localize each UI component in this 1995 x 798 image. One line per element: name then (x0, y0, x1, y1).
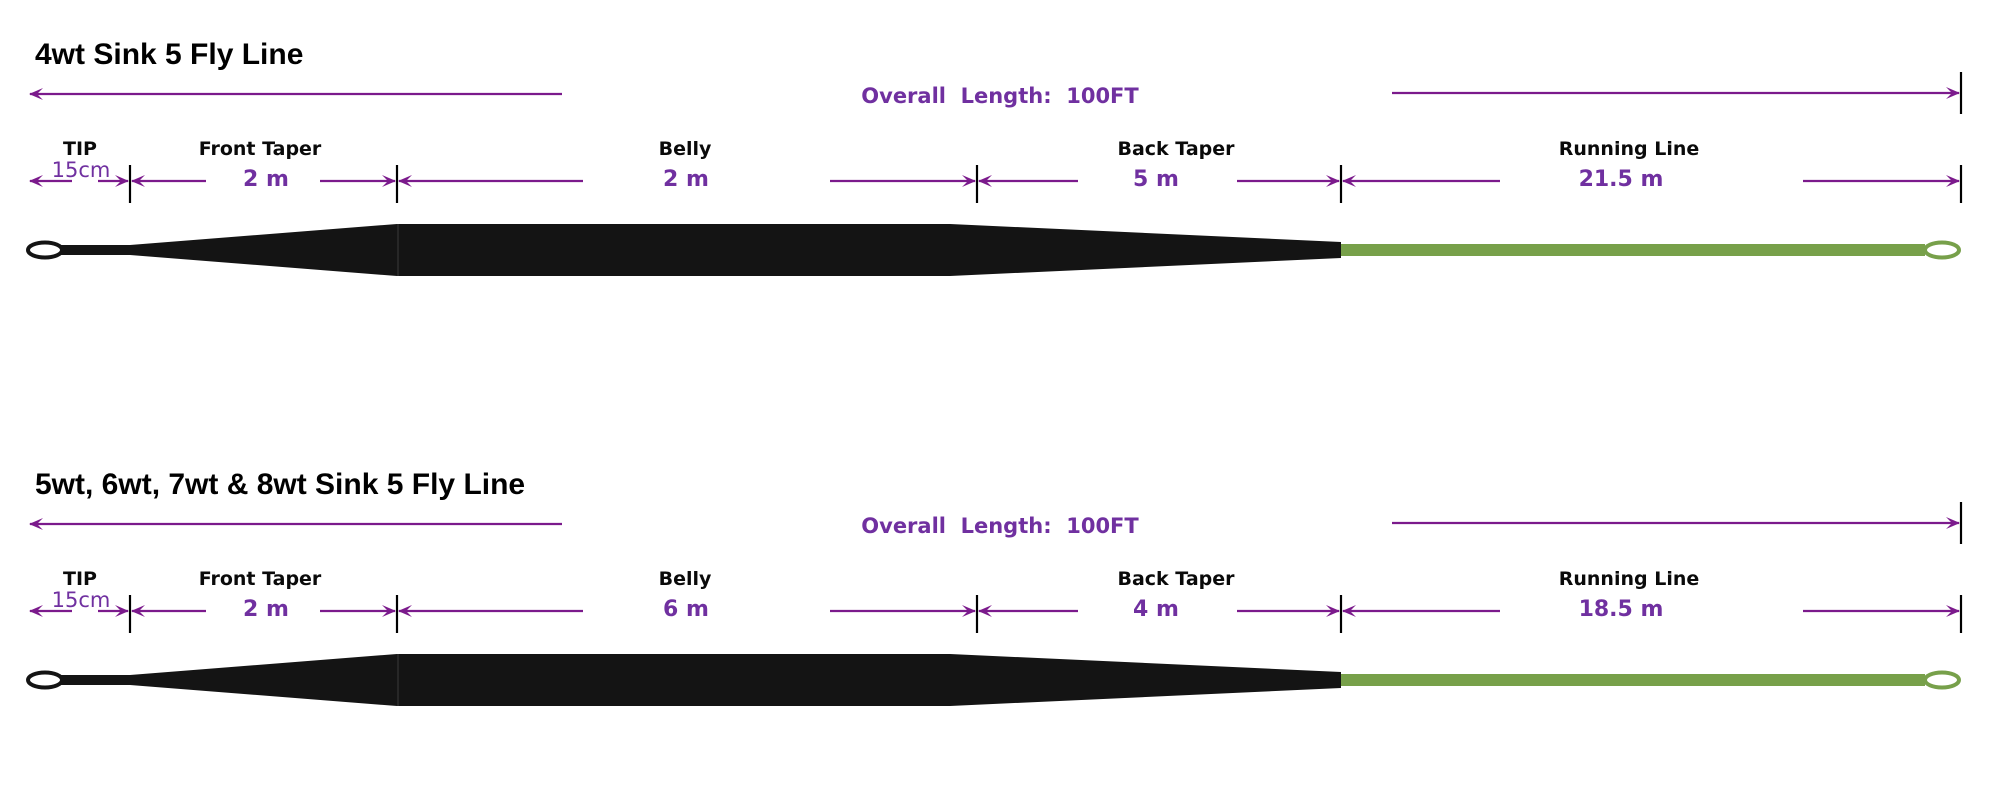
tip-section (61, 675, 131, 685)
fly-line-diagram-4wt: 4wt Sink 5 Fly Line Overall Length: 100F… (0, 0, 1995, 330)
diagram-graphics (26, 72, 1963, 276)
segment-length-belly: 2 m (663, 167, 709, 192)
segment-name-back-taper: Back Taper (1117, 568, 1235, 590)
segment-length-running-line: 21.5 m (1578, 167, 1664, 192)
segment-length-front-taper: 2 m (243, 597, 289, 622)
segment-length-running-line: 18.5 m (1578, 597, 1664, 622)
front-taper-section (130, 224, 397, 276)
segment-ticks (128, 165, 1963, 203)
segment-name-front-taper: Front Taper (198, 138, 322, 160)
segment-length-front-taper: 2 m (243, 167, 289, 192)
overall-length-label: Overall Length: 100FT (861, 514, 1139, 538)
fly-line-diagram-5-8wt: 5wt, 6wt, 7wt & 8wt Sink 5 Fly Line Over… (0, 430, 1995, 760)
front-taper-section (130, 654, 397, 706)
diagram-graphics (26, 502, 1963, 706)
segment-name-belly: Belly (658, 138, 712, 160)
segment-length-tip: 15cm (51, 158, 111, 182)
tip-loop (26, 670, 64, 690)
segment-length-belly: 6 m (663, 597, 709, 622)
running-line-section (1341, 674, 1925, 686)
segment-name-belly: Belly (658, 568, 712, 590)
diagram-title: 4wt Sink 5 Fly Line (35, 38, 304, 71)
fly-line-profile (26, 224, 1961, 276)
segment-ticks (128, 595, 1963, 633)
overall-length-arrow (29, 72, 1963, 114)
segment-name-back-taper: Back Taper (1117, 138, 1235, 160)
overall-length-arrow (29, 502, 1963, 544)
back-taper-section (950, 654, 1341, 706)
segment-length-back-taper: 5 m (1133, 167, 1179, 192)
tip-section (61, 245, 131, 255)
butt-loop (1923, 240, 1961, 260)
tip-loop (26, 240, 64, 260)
back-taper-section (950, 224, 1341, 276)
segment-length-tip: 15cm (51, 588, 111, 612)
diagram-title: 5wt, 6wt, 7wt & 8wt Sink 5 Fly Line (35, 468, 526, 501)
belly-section (397, 654, 950, 706)
segment-name-running-line: Running Line (1558, 138, 1700, 160)
segment-name-running-line: Running Line (1558, 568, 1700, 590)
segment-name-tip: TIP (63, 138, 97, 160)
running-line-section (1341, 244, 1925, 256)
belly-section (397, 224, 950, 276)
segment-name-front-taper: Front Taper (198, 568, 322, 590)
segment-length-back-taper: 4 m (1133, 597, 1179, 622)
segment-name-tip: TIP (63, 568, 97, 590)
overall-length-label: Overall Length: 100FT (861, 84, 1139, 108)
fly-line-profile (26, 654, 1961, 706)
butt-loop (1923, 670, 1961, 690)
